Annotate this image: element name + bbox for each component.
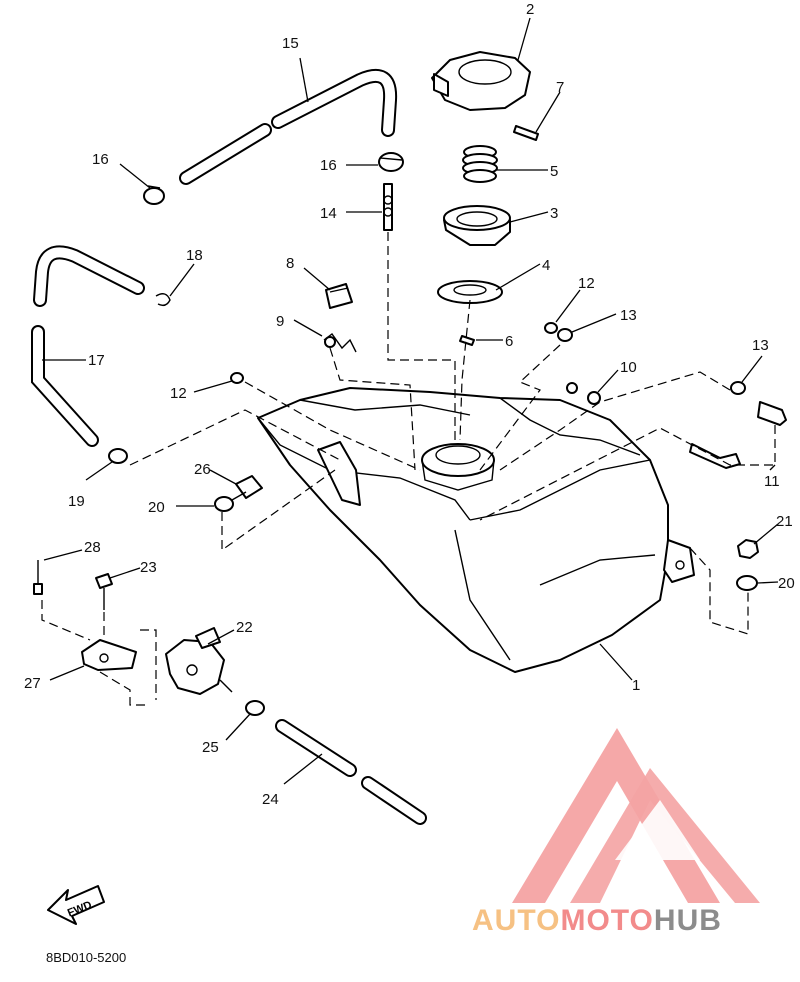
cap-seal	[443, 205, 511, 246]
watermark-logo: AUTOMOTOHUB	[472, 728, 760, 937]
bracket-8	[325, 283, 353, 309]
nut-21	[737, 539, 759, 559]
callout-5: 5	[550, 163, 558, 180]
sender-bolt-10	[566, 382, 601, 405]
small-pin-6	[459, 335, 475, 346]
screw-28	[33, 560, 43, 595]
callout-16-top: 16	[320, 157, 337, 174]
callout-11: 11	[764, 473, 780, 490]
washer-12-left	[230, 372, 244, 384]
clip-25	[245, 700, 265, 716]
damper-20-left	[214, 496, 234, 512]
clip-19	[108, 448, 128, 464]
fwd-arrow: FWD	[47, 885, 105, 925]
damper-20-right	[736, 575, 758, 591]
hose-clip-16-top	[378, 152, 404, 172]
callout-27: 27	[24, 675, 41, 692]
callout-19: 19	[68, 493, 85, 510]
bolt-11-lower	[689, 443, 741, 469]
callout-21: 21	[776, 513, 793, 530]
fuel-tank	[257, 387, 695, 673]
callout-15: 15	[282, 35, 299, 52]
bolt-11-upper	[757, 401, 787, 426]
washer-13-far-right	[730, 381, 746, 395]
cap-spring	[462, 145, 498, 183]
fuel-cock-22	[165, 627, 233, 695]
bolt-26	[231, 475, 263, 501]
callout-12-right: 12	[578, 275, 595, 292]
watermark-text-auto: AUTOMOTOHUB	[472, 904, 722, 937]
callout-14: 14	[320, 205, 337, 222]
callout-12-left: 12	[170, 385, 187, 402]
callout-22: 22	[236, 619, 253, 636]
hose-clip-16-left	[143, 185, 165, 205]
overflow-hose-17	[31, 245, 145, 447]
assembly-lines	[41, 232, 776, 706]
callout-24: 24	[262, 791, 279, 808]
filler-cap	[431, 51, 531, 111]
callout-2: 2	[526, 1, 534, 18]
callout-3: 3	[550, 205, 558, 222]
callout-10: 10	[620, 359, 637, 376]
cap-washer	[437, 280, 503, 304]
callout-6: 6	[505, 333, 513, 350]
callout-9: 9	[276, 313, 284, 330]
callout-1: 1	[632, 677, 640, 694]
callout-4: 4	[542, 257, 550, 274]
callout-16-left: 16	[92, 151, 109, 168]
washer-13-right	[557, 328, 573, 342]
bolt-23	[95, 573, 113, 610]
callout-13-right: 13	[620, 307, 637, 324]
washer-12-right	[544, 322, 558, 334]
callout-18: 18	[186, 247, 203, 264]
callout-23: 23	[140, 559, 157, 576]
callout-7: 7	[556, 79, 564, 96]
callout-numbers: 2 7 5 3 4 6 15 16 16 14 8 9 18 17 12 13 …	[24, 1, 795, 808]
callout-8: 8	[286, 255, 294, 272]
callout-17: 17	[88, 352, 105, 369]
fuel-hose-24	[275, 719, 427, 825]
callout-20-right: 20	[778, 575, 795, 592]
clip-18	[155, 293, 171, 307]
callout-13-far-right: 13	[752, 337, 769, 354]
cap-pin	[513, 125, 539, 141]
callout-20-left: 20	[148, 499, 165, 516]
clip-9	[323, 333, 357, 353]
diagram-code: 8BD010-5200	[46, 950, 126, 965]
hose-joint-14	[383, 183, 393, 231]
callout-26: 26	[194, 461, 211, 478]
callout-28: 28	[84, 539, 101, 556]
callout-25: 25	[202, 739, 219, 756]
leader-lines	[42, 17, 779, 785]
bracket-27	[81, 639, 137, 671]
breather-hose-15	[179, 69, 398, 185]
